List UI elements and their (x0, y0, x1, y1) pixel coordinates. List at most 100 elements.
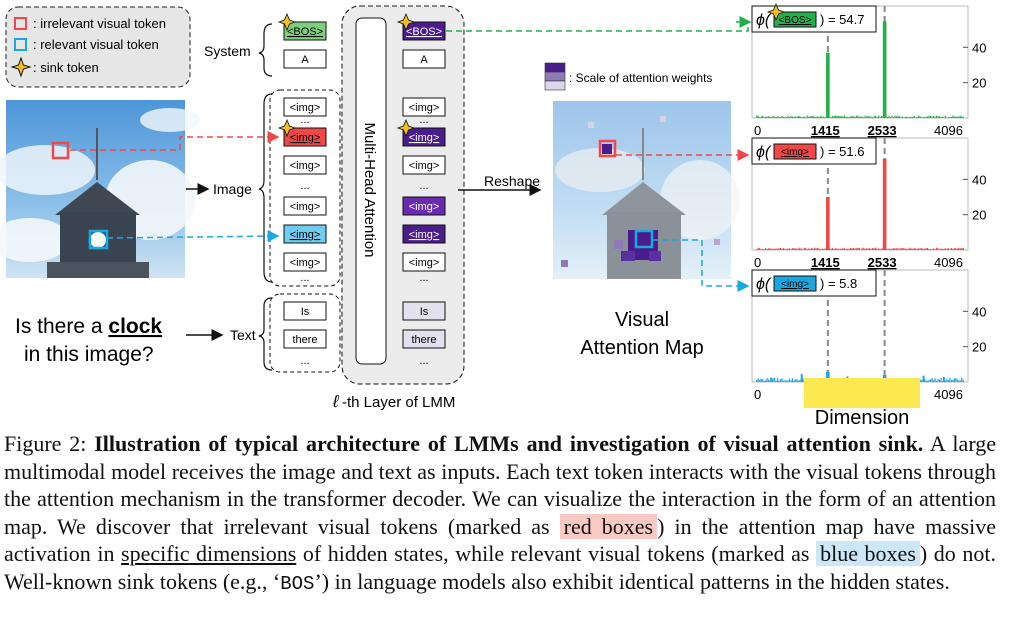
x-tick-label: 1415 (811, 123, 840, 138)
x-tick-label: 1415 (811, 255, 840, 270)
svg-text:<img>: <img> (409, 102, 440, 114)
dimension-highlight (804, 378, 920, 408)
y-tick-label: 20 (972, 208, 986, 223)
chart-label: ϕ( <img> ) = 51.6 (751, 137, 877, 165)
chart-value-label: ) = 54.7 (820, 12, 864, 27)
svg-text:ϕ(: ϕ( (756, 144, 772, 161)
svg-text:...: ... (419, 180, 428, 192)
svg-text:...: ... (300, 272, 309, 284)
reshape-label: Reshape (484, 173, 540, 189)
caption-figno: Figure 2: (4, 431, 87, 456)
attention-map-label-line2: Attention Map (580, 337, 703, 359)
svg-text:Is: Is (301, 306, 310, 318)
spike-bar (826, 52, 830, 119)
sink-star-icon (10, 56, 32, 78)
svg-text:<img>: <img> (290, 201, 321, 213)
legend-irrelevant: : irrelevant visual token (33, 16, 166, 31)
input-photo (0, 100, 200, 278)
spike-bar (882, 158, 887, 250)
question-line2: in this image? (24, 343, 154, 366)
activation-chart-1: 20 40 0 1415 2533 4096 ϕ( <BOS> ) = 54.7 (751, 2, 986, 138)
svg-text:there: there (411, 334, 436, 346)
spike-bar (826, 197, 830, 250)
sink-star-icon (766, 2, 786, 22)
y-tick-label: 40 (972, 40, 986, 55)
y-tick-label: 40 (972, 304, 986, 319)
svg-text:<img>: <img> (409, 229, 440, 241)
chart-value-label: ) = 5.8 (820, 276, 857, 291)
lmm-layer: Multi-Head Attention ℓ -th Layer of LMM … (332, 5, 465, 411)
x-tick-label: 4096 (934, 123, 963, 138)
svg-text:<img>: <img> (409, 132, 440, 144)
y-tick-label: 40 (972, 172, 986, 187)
svg-text:A: A (420, 54, 428, 66)
svg-text:ϕ(: ϕ( (756, 12, 772, 29)
caption-blue-boxes: blue boxes (816, 541, 920, 566)
group-label-image: Image (213, 181, 252, 197)
chart-label: ϕ( <BOS> ) = 54.7 (751, 2, 877, 33)
token-bos-output: <BOS> (406, 26, 442, 38)
irrelevant-token-box (51, 141, 70, 160)
x-tick-label: 4096 (934, 255, 963, 270)
input-token-column: <BOS> A <img> ... <img> <img> ... <img> … (269, 12, 341, 373)
token-img-relevant-input: <img> (290, 229, 321, 241)
caption-red-boxes: red boxes (559, 513, 658, 539)
y-tick-label: 20 (972, 340, 986, 355)
dimension-label: Dimension (815, 407, 909, 425)
svg-text:...: ... (419, 272, 428, 284)
spike-bar (882, 21, 887, 118)
attention-map-image: Visual Attention Map (553, 101, 740, 359)
caption-specific-dimensions: specific dimensions (121, 541, 297, 566)
chart-label: ϕ( <img> ) = 5.8 (751, 269, 877, 297)
x-tick-label: 0 (754, 387, 761, 402)
attention-scale: : Scale of attention weights (544, 62, 712, 91)
architecture-figure: : irrelevant visual token : relevant vis… (0, 2, 986, 425)
chart-token-label: <img> (781, 147, 809, 158)
group-label-text: Text (230, 327, 256, 343)
token-bos-input: <BOS> (287, 26, 323, 38)
svg-text:...: ... (300, 114, 309, 126)
activation-chart-2: 20 40 0 1415 2533 4096 ϕ( <img> ) = 51.6 (751, 137, 986, 270)
layer-symbol: ℓ (332, 392, 339, 411)
svg-text:<img>: <img> (290, 160, 321, 172)
chart-token-label: <BOS> (779, 15, 812, 26)
svg-text:...: ... (300, 180, 309, 192)
x-tick-label: 2533 (868, 255, 897, 270)
blue-box-icon (14, 38, 27, 51)
chart-value-label: ) = 51.6 (820, 144, 864, 159)
y-tick-label: 20 (972, 76, 986, 91)
svg-text:...: ... (419, 355, 428, 367)
layer-label: -th Layer of LMM (342, 394, 455, 411)
spike-bar (826, 371, 830, 382)
chart-token-label: <img> (781, 279, 809, 290)
red-box-icon (14, 17, 27, 30)
figure-caption: Figure 2: Illustration of typical archit… (4, 431, 997, 595)
caption-title: Illustration of typical architecture of … (94, 431, 924, 456)
x-tick-label: 2533 (868, 123, 897, 138)
svg-text:<img>: <img> (409, 257, 440, 269)
activation-charts: 20 40 0 1415 2533 4096 ϕ( <BOS> ) = 54.7 20 40 0 141… (751, 2, 986, 402)
mha-label: Multi-Head Attention (361, 122, 378, 257)
svg-text:Is: Is (420, 306, 429, 318)
scale-label: : Scale of attention weights (569, 71, 712, 85)
question-line1: Is there a clock (15, 315, 162, 338)
relevant-token-box (88, 229, 109, 250)
attention-map-label-line1: Visual (615, 309, 669, 331)
svg-text:...: ... (419, 114, 428, 126)
x-tick-label: 4096 (934, 387, 963, 402)
svg-text:<img>: <img> (290, 102, 321, 114)
svg-text:A: A (301, 54, 309, 66)
svg-text:<img>: <img> (409, 160, 440, 172)
svg-text:ϕ(: ϕ( (756, 276, 772, 293)
svg-text:...: ... (300, 355, 309, 367)
x-tick-label: 0 (754, 255, 761, 270)
token-img-irrelevant-input: <img> (290, 132, 321, 144)
legend-sink: : sink token (33, 60, 99, 75)
svg-text:there: there (292, 334, 317, 346)
legend: : irrelevant visual token : relevant vis… (5, 6, 191, 88)
group-label-system: System (204, 43, 251, 59)
caption-bos: BOS (280, 572, 315, 595)
x-tick-label: 0 (754, 123, 761, 138)
svg-text:<img>: <img> (409, 201, 440, 213)
